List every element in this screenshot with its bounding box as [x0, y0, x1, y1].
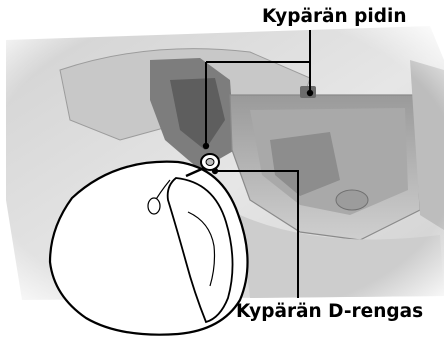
helmet-holder-label: Kypärän pidin [262, 8, 407, 27]
helmet-d-ring-label: Kypärän D-rengas [236, 303, 423, 322]
